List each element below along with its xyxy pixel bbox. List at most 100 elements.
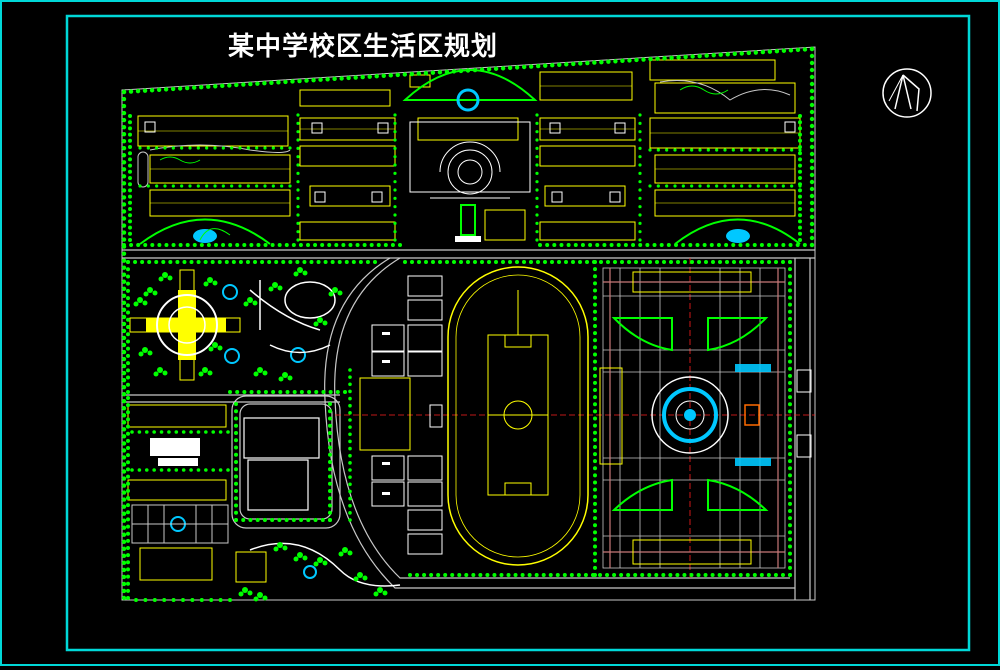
tree-dot [788, 437, 792, 442]
tree-dot [220, 83, 225, 89]
tree-dot [241, 82, 246, 87]
tree-dot [256, 243, 261, 247]
tree-dot [452, 260, 456, 264]
tree-dot [121, 588, 127, 594]
tree-dot [298, 243, 303, 247]
tree-dot [638, 113, 642, 117]
tree-dot [121, 103, 127, 109]
tree-dot [593, 473, 597, 478]
tree-dot [666, 243, 671, 247]
tree-dot [609, 243, 614, 247]
tree-dot [765, 184, 769, 188]
tree-dot [257, 367, 263, 373]
tree-dot [228, 243, 233, 247]
tree-dot [218, 468, 223, 472]
tree-dot [688, 243, 693, 247]
tree-dot [126, 281, 130, 286]
tree-dot [774, 48, 780, 54]
central-axis [335, 258, 815, 578]
tree-dot [535, 196, 539, 200]
tree-dot [296, 130, 300, 134]
tree-dot [121, 363, 127, 369]
tree-dot [142, 300, 148, 306]
tree-dot [499, 573, 504, 577]
tree-dot [718, 260, 722, 264]
tree-dot [136, 243, 141, 247]
tree-dot [318, 77, 323, 82]
tree-dot [451, 69, 457, 74]
tree-dot [494, 260, 498, 264]
tree-dot [126, 325, 130, 329]
tree-dot [235, 390, 240, 394]
tree-dot [410, 260, 414, 264]
tree-dot [213, 84, 218, 89]
tree-dot [416, 71, 422, 76]
tree-dot [126, 538, 130, 543]
tree-dot [709, 243, 714, 247]
tree-dot [506, 573, 511, 577]
tree-dot [595, 243, 600, 247]
tree-dot [745, 573, 750, 577]
tree-dot [774, 260, 778, 264]
tree-dot [270, 243, 275, 247]
tree-dot [153, 371, 159, 377]
tree-dot [593, 565, 597, 570]
tree-dot [790, 184, 794, 188]
tree-dot [593, 480, 597, 485]
tree-dot [638, 180, 642, 184]
tree-dot [199, 84, 204, 90]
tree-dot [134, 598, 138, 602]
tree-dot [564, 62, 569, 67]
tree-dot [479, 67, 485, 72]
tree-dot [593, 523, 597, 528]
tree-dot [247, 297, 253, 303]
tree-dot [121, 370, 127, 376]
tree-dot [213, 146, 217, 150]
tree-dot [121, 131, 127, 137]
tree-dot [535, 113, 539, 117]
tree-dot [167, 275, 173, 281]
tree-dot [192, 85, 197, 90]
tree-dot [126, 310, 130, 315]
tree-dot [706, 184, 710, 188]
tree-dot [155, 146, 159, 150]
tree-dot [252, 300, 258, 306]
tree-dot [723, 184, 727, 188]
tree-dot [788, 316, 792, 321]
tree-dot [809, 74, 815, 80]
tree-dot [234, 481, 238, 486]
tree-dot [121, 117, 127, 123]
tree-dot [328, 467, 332, 472]
tree-dot [207, 277, 213, 283]
tree-dot [437, 70, 443, 75]
tree-dot [234, 467, 238, 472]
tree-dot [500, 66, 506, 71]
tree-dot [137, 430, 142, 434]
tree-dot [128, 126, 132, 131]
tree-dot [681, 243, 686, 247]
tree-dot [126, 474, 130, 479]
tree-dot [230, 146, 234, 150]
tree-dot [306, 518, 311, 522]
tree-dot [144, 430, 149, 434]
tree-dot [809, 214, 815, 220]
tree-dot [393, 163, 397, 167]
tree-dot [121, 469, 127, 474]
tree-dot [588, 243, 593, 247]
tree-dot [128, 138, 132, 143]
tree-dot [126, 382, 130, 387]
tree-dot [809, 81, 815, 87]
tree-dot [377, 587, 383, 593]
tree-dot [302, 260, 307, 264]
tree-dot [550, 260, 554, 264]
tree-dot [593, 544, 597, 549]
tree-dot [638, 243, 643, 247]
tree-dot [126, 317, 130, 322]
tree-dot [809, 102, 815, 108]
tree-dot [149, 88, 155, 93]
tree-dot [472, 67, 478, 73]
tree-dot [373, 260, 377, 264]
tree-dot [121, 209, 127, 214]
